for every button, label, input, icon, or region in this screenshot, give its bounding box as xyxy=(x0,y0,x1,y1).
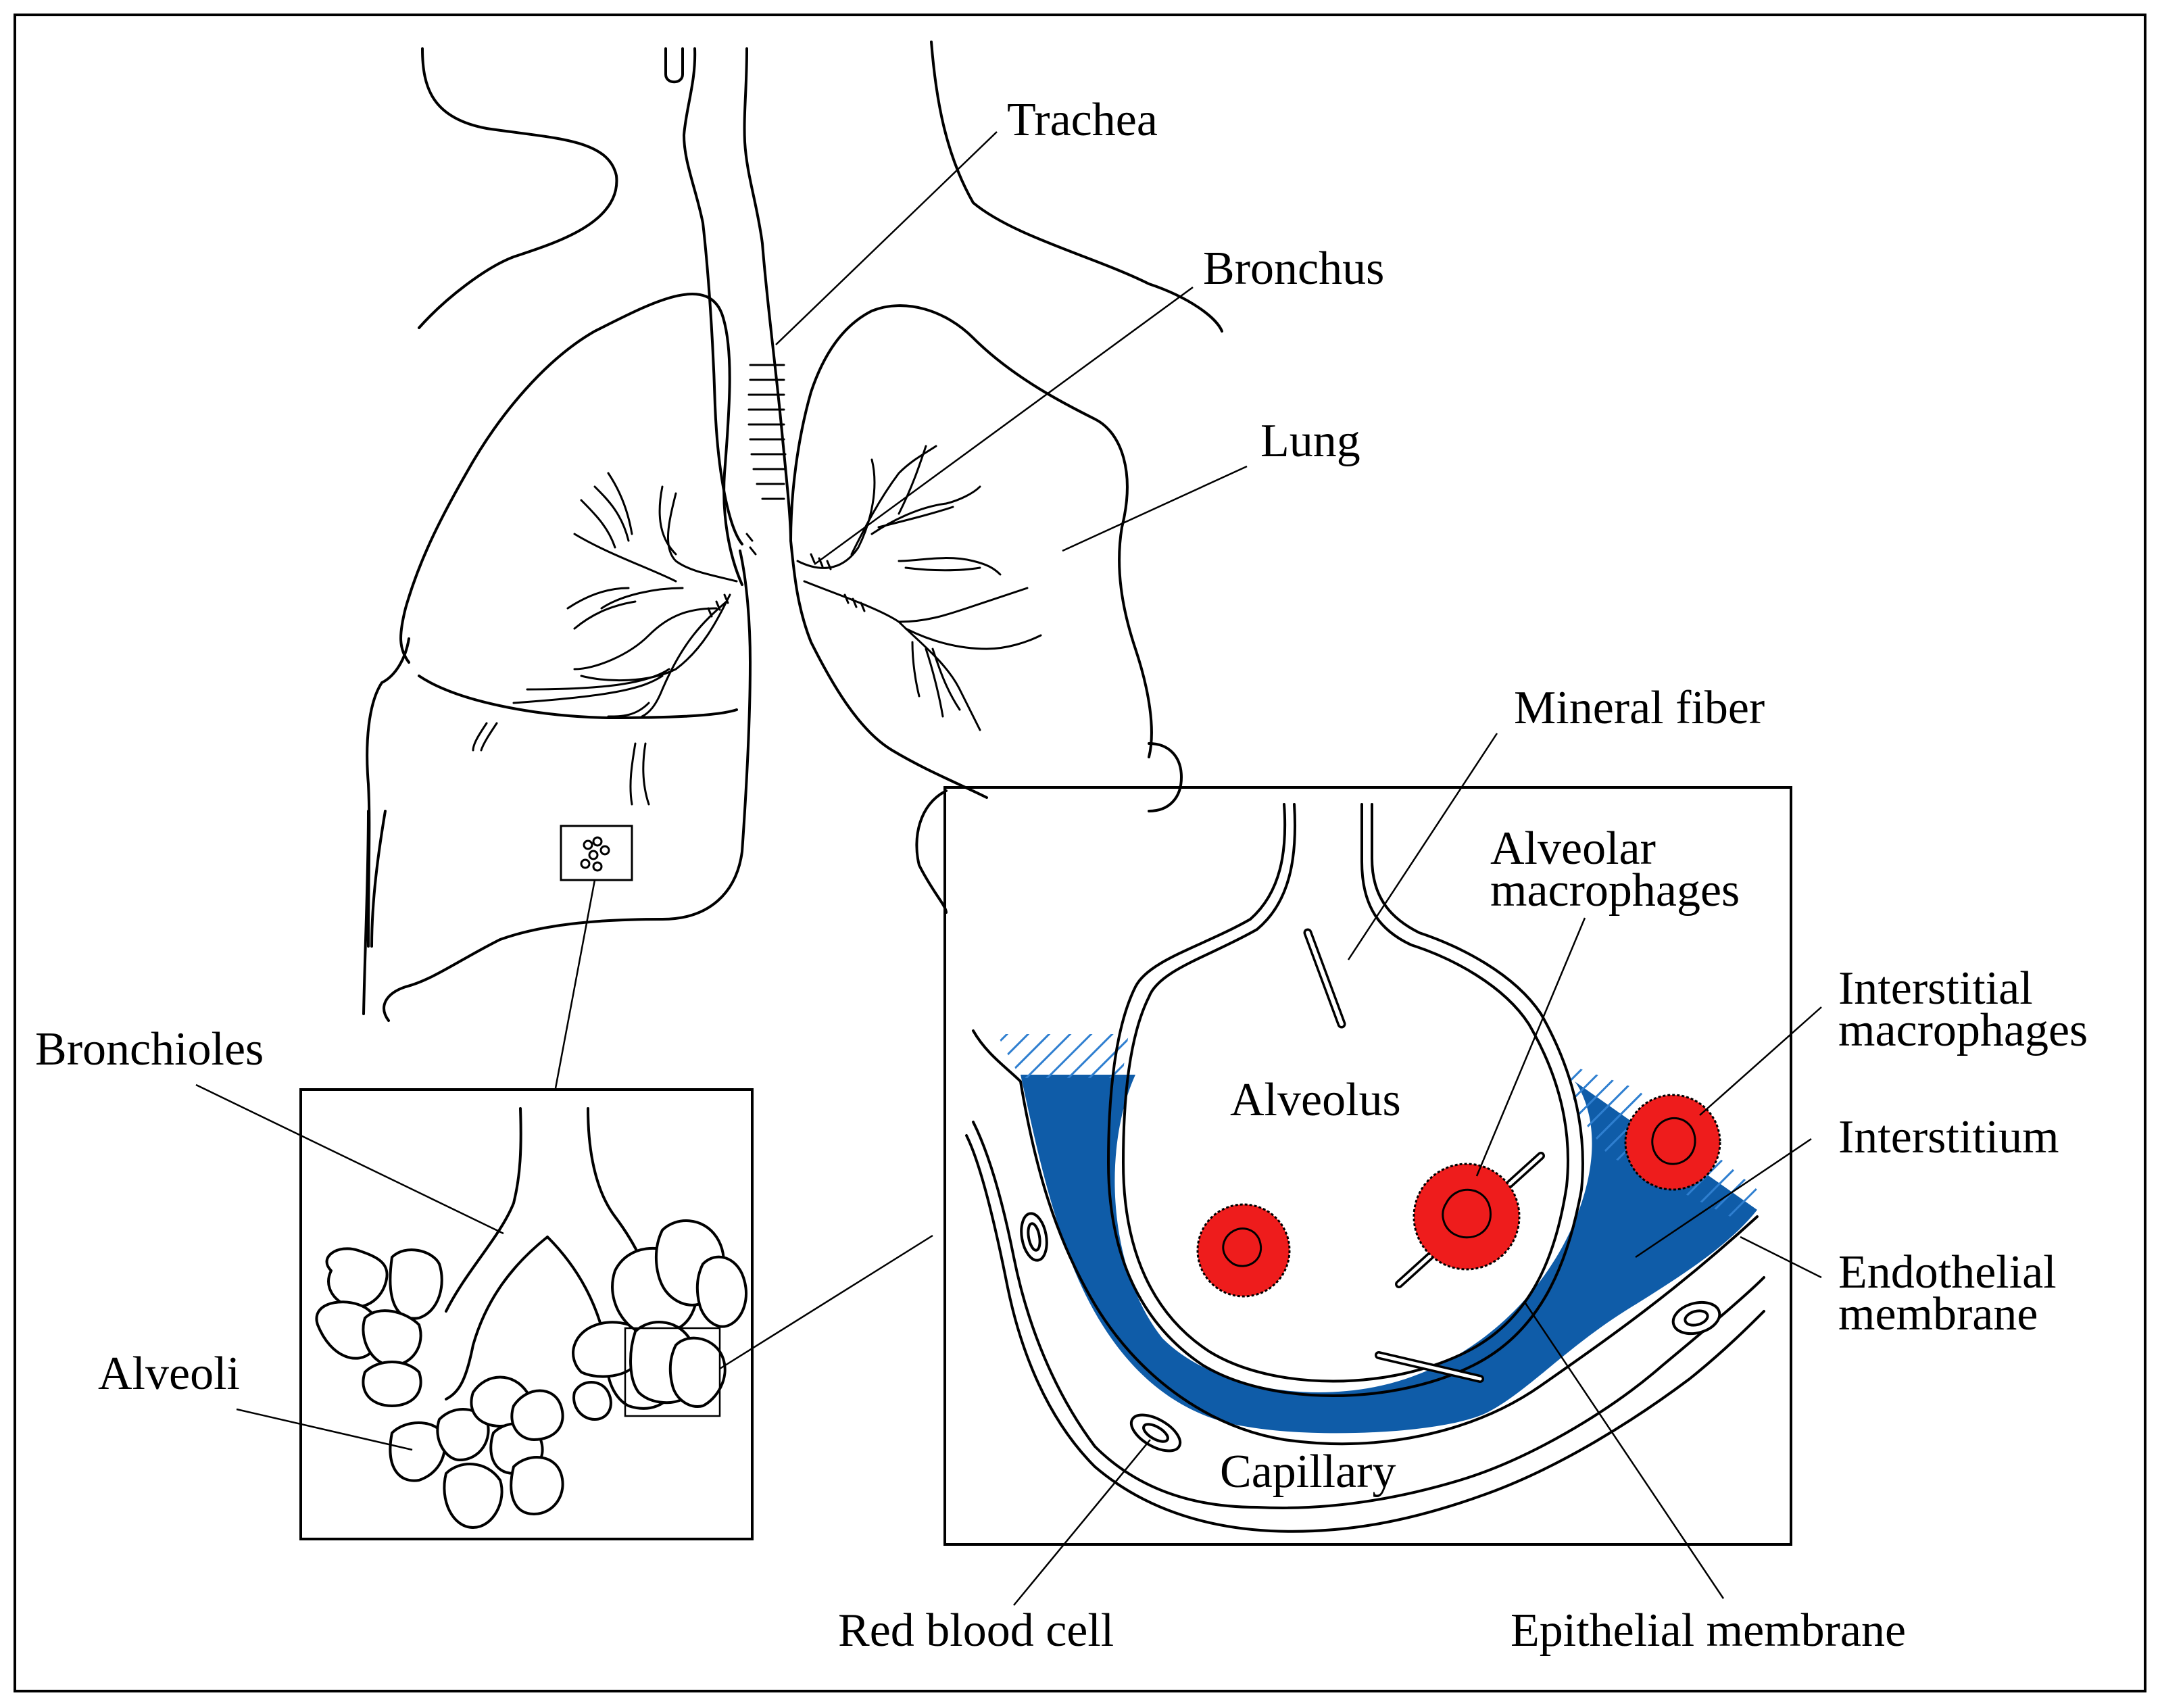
mineral-fibers xyxy=(1303,928,1545,1383)
connector-to-large-inset xyxy=(719,1234,933,1370)
alveolus-walls xyxy=(965,803,1765,1533)
alveolar-macrophage-right xyxy=(1413,1163,1521,1271)
left-bronchus-ticks xyxy=(707,533,757,618)
label-lung: Lung xyxy=(1260,415,1360,467)
labels: Trachea Bronchus Lung Bronchioles Alveol… xyxy=(35,94,2088,1657)
right-bronchial-tree xyxy=(796,445,1042,731)
interstitial-macrophage xyxy=(1624,1094,1721,1191)
red-blood-cell-3 xyxy=(1671,1300,1721,1336)
macrophages xyxy=(1196,1094,1721,1298)
trachea-rings xyxy=(747,364,787,500)
red-blood-cells xyxy=(1020,1212,1721,1453)
magnifier-box-alveoli xyxy=(624,1327,721,1417)
right-bronchus-ticks xyxy=(810,553,866,612)
label-alveolar-macrophages-1: Alveolar xyxy=(1490,823,1656,875)
label-interstitial-macrophages-2: macrophages xyxy=(1838,1004,2088,1056)
label-bronchioles: Bronchioles xyxy=(35,1023,264,1075)
alveolar-macrophage-left xyxy=(1196,1203,1291,1298)
label-trachea: Trachea xyxy=(1007,94,1158,146)
left-bronchial-tree xyxy=(472,472,738,806)
bronchioles-inset-frame xyxy=(299,1088,754,1540)
label-endothelial-membrane-1: Endothelial xyxy=(1838,1246,2057,1298)
magnifier-box-small xyxy=(560,825,633,881)
label-endothelial-membrane-2: membrane xyxy=(1838,1288,2038,1340)
body-outline xyxy=(418,41,1223,333)
label-capillary: Capillary xyxy=(1220,1446,1396,1498)
label-alveoli: Alveoli xyxy=(98,1348,240,1400)
leader-lines xyxy=(195,131,1822,1606)
red-blood-cell-2 xyxy=(1129,1413,1182,1453)
label-alveolar-macrophages-2: macrophages xyxy=(1490,864,1740,917)
left-lung xyxy=(362,293,757,1022)
label-interstitium: Interstitium xyxy=(1838,1111,2059,1163)
label-red-blood-cell: Red blood cell xyxy=(838,1605,1114,1657)
trachea xyxy=(664,47,792,545)
alveoli-cluster xyxy=(315,1219,747,1529)
label-alveolus: Alveolus xyxy=(1230,1074,1401,1126)
label-bronchus: Bronchus xyxy=(1203,243,1384,295)
red-blood-cell-1 xyxy=(1020,1212,1048,1262)
label-epithelial-membrane: Epithelial membrane xyxy=(1511,1605,1906,1657)
alveolus-inset-frame xyxy=(943,786,1792,1546)
label-interstitial-macrophages-1: Interstitial xyxy=(1838,962,2033,1015)
tiny-alveoli-cluster xyxy=(580,836,610,872)
right-lung xyxy=(789,304,1183,914)
mineral-fiber-3 xyxy=(1375,1351,1484,1383)
outer-frame xyxy=(14,14,2146,1692)
label-mineral-fiber: Mineral fiber xyxy=(1514,682,1765,734)
connector-small-to-bronchioles xyxy=(554,879,596,1089)
mineral-fiber-1 xyxy=(1303,928,1346,1029)
